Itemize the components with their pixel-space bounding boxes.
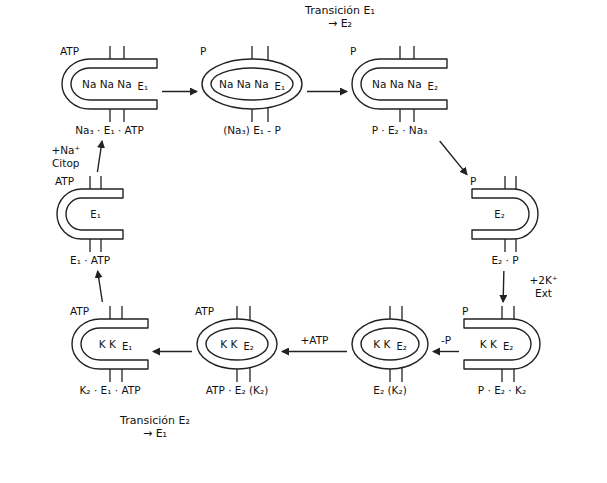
step-label: -P — [439, 333, 453, 346]
closed-conformation: P Na Na Na E₁ (Na₃) E₁ - P — [200, 45, 304, 138]
cycle-arrow — [502, 271, 504, 302]
state-label: P · E₂ · K₂ — [478, 384, 526, 397]
state-label: (Na₃) E₁ - P — [223, 124, 281, 137]
bound-group: P — [200, 45, 206, 58]
cycle-arrow — [433, 351, 459, 352]
protein-outline — [464, 319, 540, 369]
cycle-arrow — [440, 141, 467, 175]
conformation-name: E₂ — [396, 340, 406, 353]
bound-ions: K K — [99, 338, 116, 351]
bound-ions: Na Na Na — [372, 78, 422, 91]
bound-group: P — [350, 45, 356, 58]
mirrored-shape — [472, 189, 538, 239]
cycle-arrow — [153, 351, 192, 352]
step-label: +ATP — [299, 333, 331, 346]
transition-label: Transición E₁ → E₂ — [300, 4, 380, 30]
bound-ions: K K — [220, 338, 237, 351]
protein-outline — [352, 59, 447, 109]
occluded-cavity — [211, 68, 293, 100]
step-label: +Na⁺ Citop — [42, 144, 90, 170]
bound-ions: K K — [373, 338, 390, 351]
protein-outline — [57, 189, 123, 239]
conformation-name: E₂ — [243, 340, 253, 353]
mirrored-shape — [464, 319, 540, 369]
bound-group: ATP — [55, 175, 74, 188]
bound-group: P — [470, 175, 476, 188]
cycle-arrow — [97, 141, 102, 172]
step-label: +2K⁺ Ext — [520, 274, 568, 300]
cycle-arrow — [307, 91, 347, 92]
closed-conformation: ATP K K E₂ ATP · E₂ (K₂) — [195, 305, 279, 398]
open-conformation: ATP E₁ E₁ · ATP — [55, 175, 125, 268]
conformation-name: E₂ — [494, 208, 504, 221]
conformation-name: E₁ — [138, 80, 148, 93]
open-conformation: P K K E₂ P · E₂ · K₂ — [462, 305, 542, 398]
occluded-cavity — [361, 328, 419, 360]
bound-group: ATP — [195, 305, 214, 318]
bound-ions: Na Na Na — [82, 78, 132, 91]
protein-outline — [202, 59, 302, 109]
state-label: P · E₂ · Na₃ — [372, 124, 428, 137]
state-label: ATP · E₂ (K₂) — [206, 384, 269, 397]
protein-outline — [352, 319, 428, 369]
open-conformation: P Na Na Na E₂ P · E₂ · Na₃ — [350, 45, 449, 138]
open-conformation: P E₂ E₂ · P — [470, 175, 540, 268]
bound-group: ATP — [60, 45, 79, 58]
pump-shape — [470, 175, 540, 253]
conformation-name: E₂ — [503, 340, 513, 353]
state-label: E₂ · P — [491, 254, 518, 267]
transition-label: Transición E₂ → E₁ — [115, 414, 195, 440]
bound-ions: K K — [480, 338, 497, 351]
cycle-arrow — [98, 271, 103, 302]
cycle-arrow — [162, 91, 197, 92]
bound-group: ATP — [70, 305, 89, 318]
conformation-name: E₂ — [428, 80, 438, 93]
protein-outline — [197, 319, 277, 369]
occluded-cavity — [206, 328, 268, 360]
cycle-arrow — [282, 351, 347, 352]
closed-conformation: K K E₂ E₂ (K₂) — [350, 305, 430, 398]
bound-ions: Na Na Na — [219, 78, 269, 91]
open-conformation: ATP K K E₁ K₂ · E₁ · ATP — [70, 305, 150, 398]
open-conformation: ATP Na Na Na E₁ Na₃ · E₁ · ATP — [60, 45, 159, 138]
state-label: E₁ · ATP — [70, 254, 110, 267]
state-label: E₂ (K₂) — [373, 384, 406, 397]
conformation-name: E₁ — [90, 208, 100, 221]
conformation-name: E₁ — [275, 80, 285, 93]
pump-shape — [462, 305, 542, 383]
bound-group: P — [462, 305, 468, 318]
state-label: Na₃ · E₁ · ATP — [75, 124, 143, 137]
conformation-name: E₁ — [122, 340, 132, 353]
state-label: K₂ · E₁ · ATP — [79, 384, 140, 397]
protein-outline — [72, 319, 148, 369]
protein-outline — [62, 59, 157, 109]
protein-outline — [472, 189, 538, 239]
